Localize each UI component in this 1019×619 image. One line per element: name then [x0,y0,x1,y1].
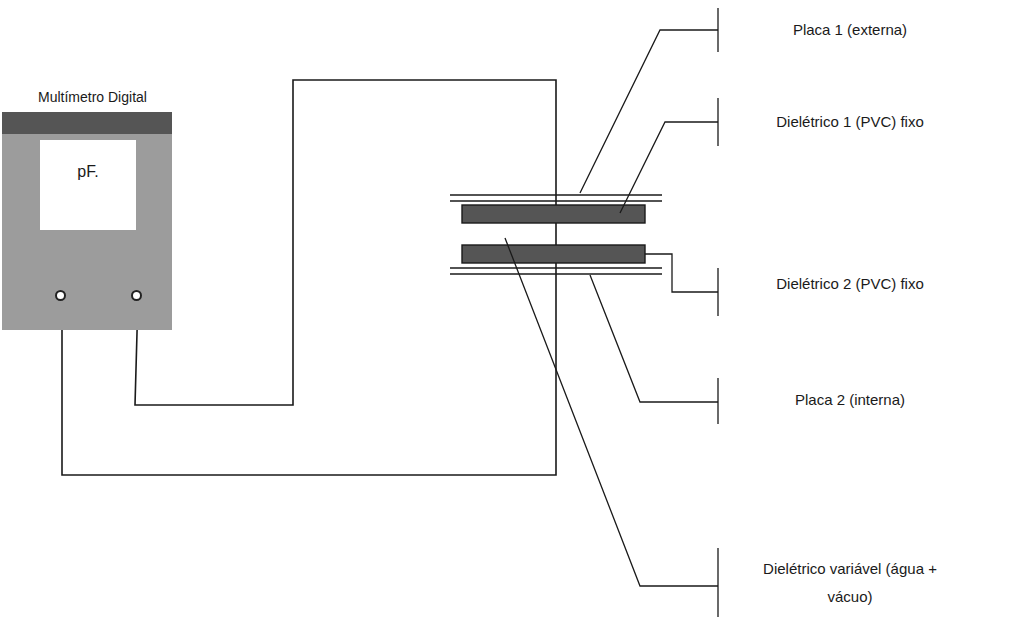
leader-tick [717,378,718,424]
part-label: Dielétrico variável (água + vácuo) [750,555,950,612]
multimeter-display: pF. [40,140,136,230]
pvc-dielectric [462,205,645,223]
device-name: Multímetro Digital [38,89,147,107]
plate-line [450,267,662,268]
part-label: Placa 1 (externa) [793,16,907,45]
leader-line [645,254,718,292]
part-label: Dielétrico 2 (PVC) fixo [776,270,924,299]
part-label: Dielétrico 1 (PVC) fixo [776,108,924,137]
leader-line [620,122,718,213]
leader-tick [717,548,718,617]
terminal-socket [131,290,142,301]
pvc-dielectric [462,245,645,263]
leader-line [590,275,718,402]
terminal-socket [55,290,66,301]
unit-label: pF. [77,162,98,182]
part-label: Placa 2 (interna) [795,386,905,415]
plate-line [450,194,662,195]
leader-lines [505,8,718,617]
leader-tick [717,98,718,146]
leader-tick [717,8,718,52]
multimeter-body: pF. [2,112,172,330]
leader-line [505,238,718,586]
multimeter-top-band [2,112,172,134]
capacitor [450,195,662,274]
plate-line [450,273,662,274]
leader-line [580,30,718,193]
leader-tick [717,268,718,316]
plate-line [450,200,662,201]
